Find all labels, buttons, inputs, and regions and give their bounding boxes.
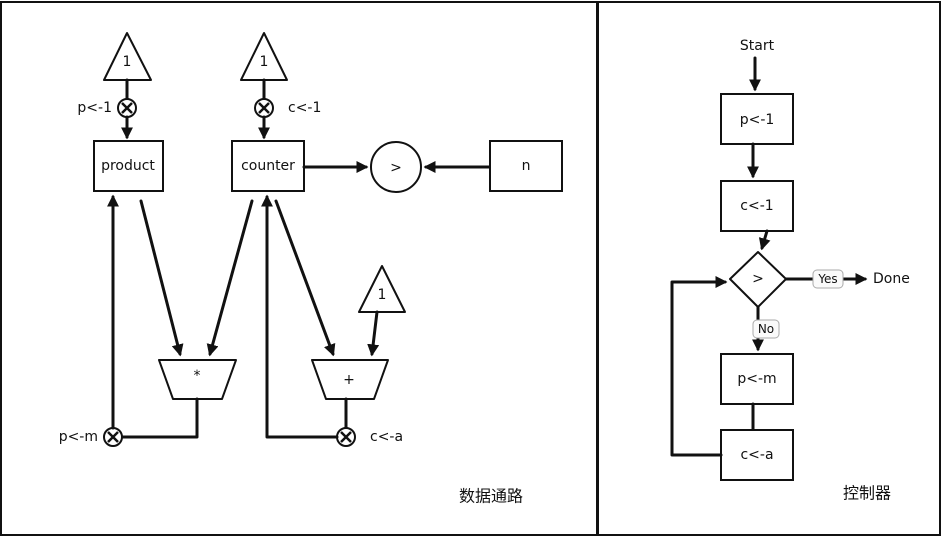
comparator: [370, 141, 422, 193]
no-badge: [752, 319, 780, 339]
counter-register-label: counter: [241, 158, 295, 174]
constant-one-counter-label: 1: [260, 54, 269, 70]
state-p-init: [720, 93, 794, 145]
state-c-init-label: c<-1: [740, 198, 773, 214]
state-c-update: [720, 429, 794, 481]
state-p-init-label: p<-1: [740, 112, 775, 128]
constant-one-adder-label: 1: [378, 287, 387, 303]
decision-symbol: >: [752, 271, 764, 287]
datapath-caption: 数据通路: [459, 487, 523, 506]
multiplier: [158, 359, 237, 400]
datapath-panel: [0, 1, 598, 536]
close-icon: [340, 431, 352, 443]
constant-one-adder: [358, 265, 406, 313]
adder-symbol: +: [343, 372, 355, 388]
controller-caption: 控制器: [843, 484, 891, 503]
yes-label: Yes: [817, 272, 837, 286]
comparator-symbol: >: [390, 160, 402, 176]
state-c-update-label: c<-a: [740, 447, 773, 463]
no-label: No: [758, 322, 774, 336]
done-label: Done: [873, 271, 910, 287]
product-register: [93, 140, 164, 192]
counter-register: [231, 140, 305, 192]
start-label: Start: [740, 38, 775, 54]
close-icon: [258, 102, 270, 114]
control-c-init-label: c<-1: [288, 100, 321, 116]
close-icon: [107, 431, 119, 443]
close-icon: [121, 102, 133, 114]
controller-panel: [597, 1, 941, 536]
constant-one-product-label: 1: [123, 54, 132, 70]
state-p-update: [720, 353, 794, 405]
n-register-label: n: [522, 158, 531, 174]
adder: [311, 359, 389, 400]
multiplier-symbol: *: [194, 368, 201, 384]
product-register-label: product: [101, 158, 155, 174]
yes-badge: [812, 269, 844, 289]
state-p-update-label: p<-m: [737, 371, 776, 387]
n-register: [489, 140, 563, 192]
state-c-init: [720, 180, 794, 232]
control-p-update-label: p<-m: [59, 429, 98, 445]
control-c-update-label: c<-a: [370, 429, 403, 445]
control-p-init-label: p<-1: [77, 100, 112, 116]
